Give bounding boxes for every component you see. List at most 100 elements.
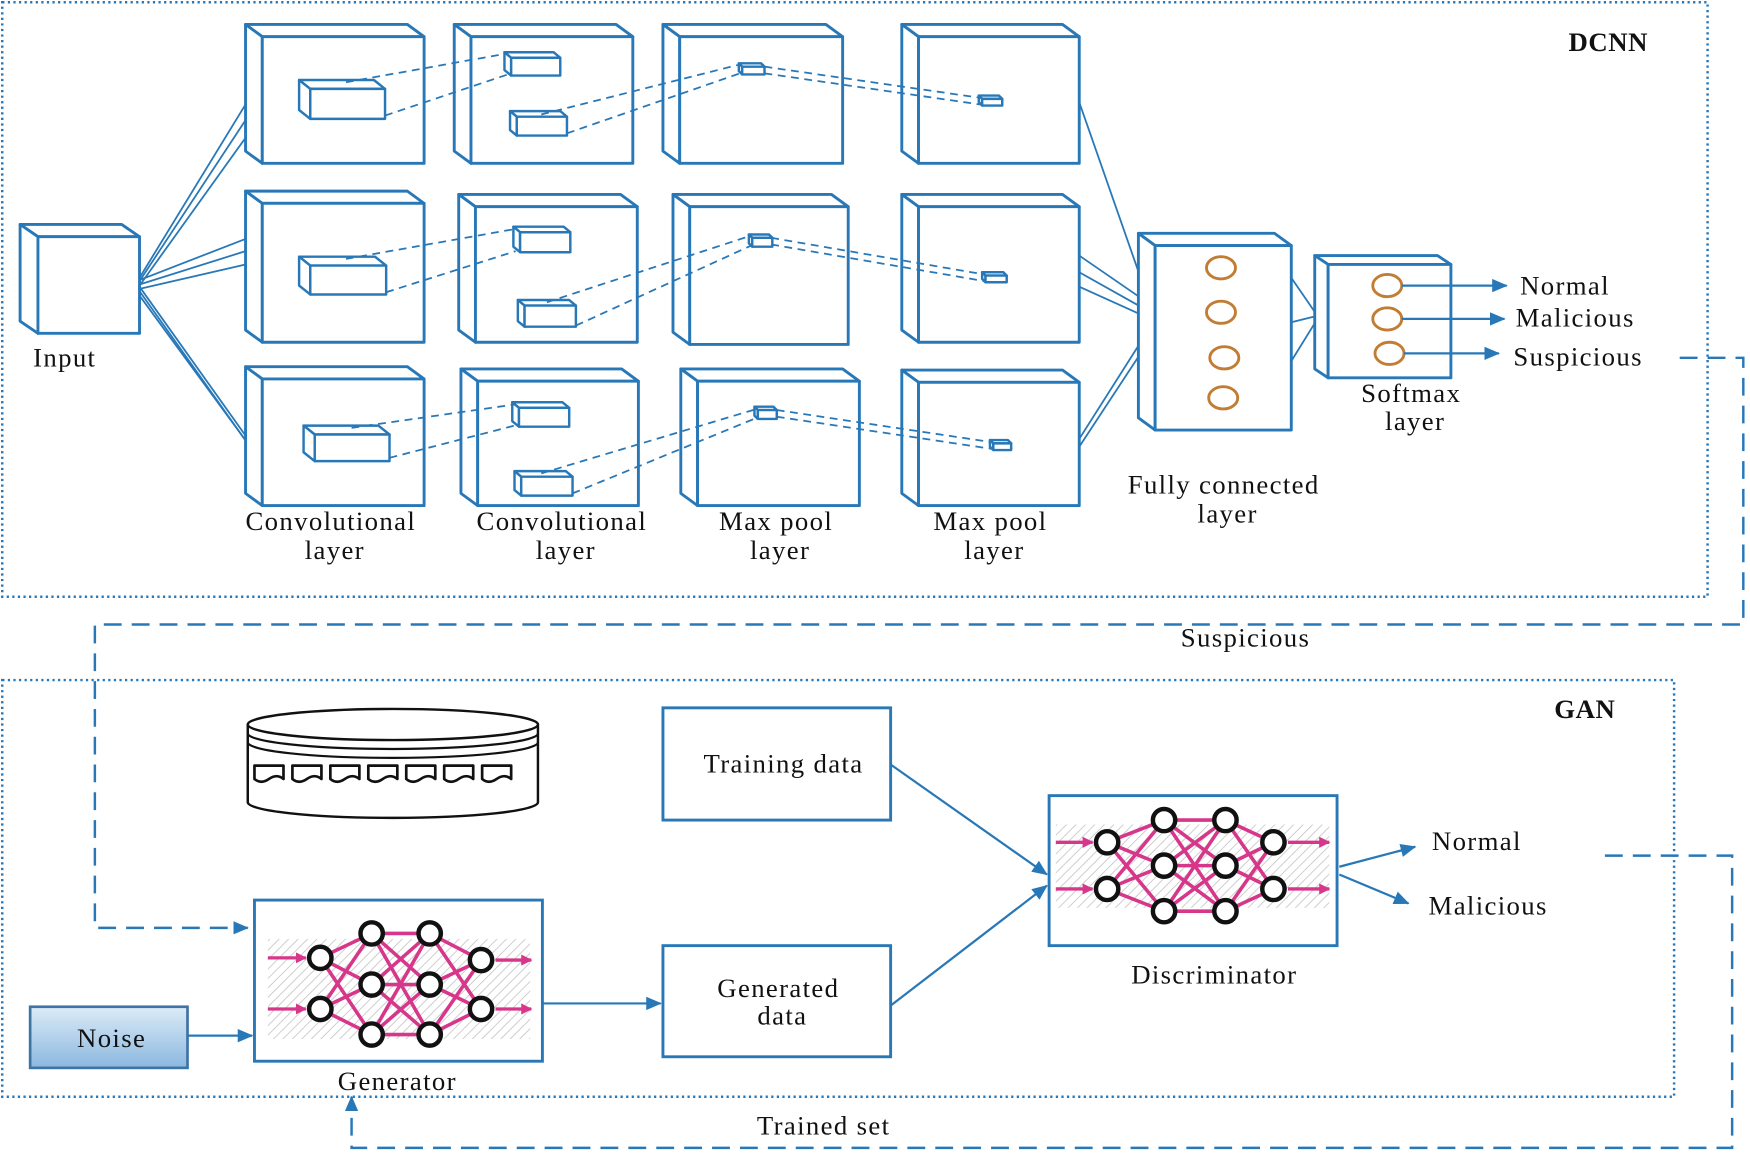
generated-data-label-line1: Generated	[717, 973, 839, 1003]
softmax-output-arrows	[1401, 278, 1508, 361]
dcnn-feature-maps	[18, 23, 1453, 508]
generator-network-node	[416, 920, 444, 947]
kernel-box-row1-front-face	[309, 87, 387, 121]
receptive-field-link	[389, 424, 515, 459]
layer-connection-line	[138, 121, 258, 287]
conv-layer-2-label-line2: layer	[536, 535, 596, 565]
database-rim	[246, 733, 540, 751]
kernel-box-row2-top-face	[297, 255, 388, 267]
receptive-field-link	[764, 65, 981, 99]
feature-map-row1-maxpool1-front-face	[678, 35, 845, 165]
discriminator-network-node	[1150, 806, 1178, 834]
feature-map-row1-conv2	[452, 23, 635, 165]
output-normal-label: Normal	[1520, 271, 1610, 301]
generator-network-node	[306, 944, 334, 972]
kernel-box-row1-front-face	[980, 97, 1004, 107]
kernel-box-row1	[508, 109, 569, 137]
softmax-label-line1: Softmax	[1361, 378, 1461, 408]
feature-map-row1-maxpool1-top-face	[661, 23, 845, 39]
kernel-box-row1	[297, 78, 387, 121]
generator-network-node	[358, 971, 386, 998]
fully-connected-neuron	[1205, 299, 1237, 325]
dcnn-panel: DCNN Input Convolutional layer Convoluti…	[1, 1, 1709, 598]
discriminator-to-normal-arrow	[1339, 843, 1417, 868]
kernel-box-row2-front-face	[984, 274, 1008, 284]
layer-connection-line	[138, 112, 251, 282]
fully-connected-label-line2: layer	[1198, 498, 1258, 528]
discriminator-network-node	[1260, 828, 1287, 856]
input-block-front-face	[36, 235, 141, 335]
generator-label: Generator	[338, 1066, 457, 1096]
kernel-box-row3	[511, 401, 571, 428]
feature-map-row2-maxpool1-top-face	[671, 193, 850, 209]
layer-connection-line	[139, 238, 246, 281]
feature-map-row1-conv1	[244, 23, 426, 165]
input-block-top-face	[18, 223, 141, 239]
softmax-neuron	[1371, 306, 1404, 332]
layer-connection-line	[1078, 352, 1142, 448]
discriminator-network-node	[1150, 897, 1178, 925]
receptive-field-link	[771, 243, 985, 283]
layer-connection-line	[1078, 285, 1141, 316]
gan-panel-border	[1, 678, 1676, 1098]
layer-connection-line	[138, 295, 258, 457]
feature-map-row2-maxpool1-side-face	[671, 193, 692, 346]
record-icon	[366, 764, 399, 784]
feature-map-row2-maxpool2	[900, 193, 1081, 344]
kernel-box-row2	[297, 255, 388, 296]
generator-network-node	[467, 995, 495, 1023]
softmax-label: Softmax layer	[1361, 378, 1469, 436]
conv-layer-1-label-line2: layer	[305, 535, 365, 565]
discriminator-network-node	[1212, 897, 1239, 925]
maxpool-layer-1-label-line2: layer	[750, 535, 810, 565]
gan-output-malicious-label: Malicious	[1429, 891, 1548, 921]
trained-set-label: Trained set	[757, 1111, 890, 1141]
generator-network-node	[358, 920, 386, 947]
kernel-box-row1-front-face	[515, 115, 569, 137]
discriminator-neural-network-icon	[1055, 806, 1331, 925]
layer-connection-line	[1078, 271, 1142, 308]
softmax-label-line2: layer	[1385, 406, 1445, 436]
feature-map-row3-maxpool1-top-face	[679, 367, 861, 383]
gan-panel: GAN Training data Generated data Noise G…	[1, 678, 1676, 1098]
kernel-box-row3-top-face	[302, 424, 391, 436]
discriminator-network-edge	[1223, 841, 1275, 913]
feature-map-row3-maxpool2-front-face	[917, 380, 1081, 508]
conv-layer-2-label: Convolutional layer	[477, 506, 656, 565]
softmax-neuron	[1373, 340, 1406, 366]
input-block	[18, 223, 141, 335]
conv-layer-1-label-line1: Convolutional	[245, 506, 416, 536]
feature-map-row1-maxpool2	[900, 23, 1081, 165]
kernel-box-row2-front-face	[523, 304, 578, 328]
record-icon	[480, 764, 513, 784]
discriminator-to-malicious-arrow	[1338, 873, 1410, 905]
layer-connection-line	[139, 263, 246, 290]
layer-connection-line	[139, 250, 246, 286]
generator-network-node	[416, 1021, 444, 1048]
receptive-field-link	[764, 72, 981, 106]
layer-connection-line	[138, 286, 247, 437]
generator-network-node	[416, 971, 444, 998]
discriminator-network-node	[1150, 852, 1178, 879]
trained-set-feedback-connector	[344, 854, 1734, 1150]
discriminator-label: Discriminator	[1131, 959, 1297, 989]
record-icon	[253, 764, 285, 784]
kernel-box-row1-front-face	[509, 56, 562, 77]
kernel-box-row1	[977, 94, 1004, 107]
kernel-box-row3-front-face	[992, 442, 1013, 452]
maxpool-layer-2-label: Max pool layer	[933, 506, 1055, 565]
fully-connected-block-side-face	[1136, 231, 1157, 432]
maxpool-layer-2-label-line1: Max pool	[933, 506, 1047, 536]
receptive-field-link	[541, 63, 741, 116]
dcnn-title: DCNN	[1568, 27, 1648, 57]
feature-map-row2-conv2-top-face	[457, 193, 639, 209]
feature-map-row2-conv1-side-face	[244, 189, 264, 344]
output-suspicious-label: Suspicious	[1513, 342, 1642, 372]
discriminator-network-node	[1260, 875, 1287, 903]
kernel-box-row2	[747, 233, 774, 248]
layer-connection-line	[1078, 254, 1142, 299]
discriminator-network-node	[1093, 875, 1121, 903]
feature-map-row3-maxpool1-side-face	[679, 367, 699, 508]
receptive-field-link	[546, 234, 752, 304]
